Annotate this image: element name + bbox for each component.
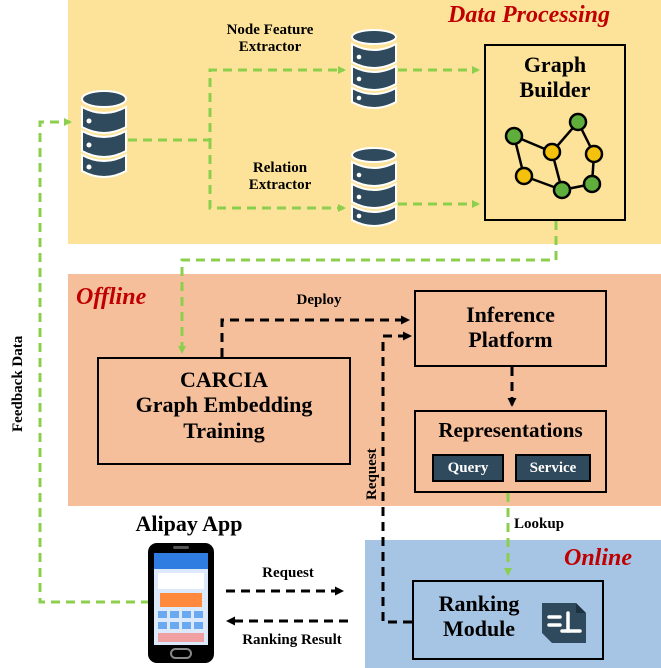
data-processing-title: Data Processing — [448, 2, 610, 28]
offline-title: Offline — [76, 284, 147, 310]
relation-extractor-label: Relation Extractor — [248, 160, 312, 194]
ranking-icon — [542, 603, 586, 643]
source-to-extractors-arrow — [128, 66, 346, 142]
online-title: Online — [564, 545, 633, 571]
builder-to-training-arrow — [178, 221, 558, 354]
deploy-label: Deploy — [296, 292, 342, 308]
feedback-data-label: Feedback Data — [10, 335, 26, 432]
feedback-arrow — [38, 118, 150, 604]
module-request-arrow — [381, 331, 412, 624]
representations-label: Representations — [438, 418, 583, 442]
node-feature-extractor-label: Node Feature Extractor — [226, 22, 314, 56]
query-chip: Query — [432, 454, 504, 482]
lookup-label: Lookup — [514, 516, 565, 532]
inference-platform-box — [414, 290, 607, 367]
request-label: Request — [262, 565, 314, 581]
database-icon — [351, 29, 397, 109]
graph-icon — [504, 112, 604, 200]
carcia-training-box — [97, 357, 351, 465]
carcia-training-label: CARCIA Graph Embedding Training — [135, 367, 313, 443]
source-to-relation-arrow — [208, 140, 346, 212]
database-icon — [81, 90, 127, 178]
ranking-result-label: Ranking Result — [242, 632, 342, 648]
service-chip: Service — [515, 454, 591, 482]
ranking-module-label: Ranking Module — [438, 591, 520, 642]
alipay-app-label: Alipay App — [135, 511, 243, 536]
graph-builder-label: Graph Builder — [519, 52, 591, 103]
database-icon — [351, 147, 397, 227]
deploy-arrow — [220, 315, 410, 357]
inference-platform-label: Inference Platform — [466, 302, 555, 353]
request-vertical-label: Request — [364, 448, 380, 500]
phone-icon — [148, 543, 214, 663]
